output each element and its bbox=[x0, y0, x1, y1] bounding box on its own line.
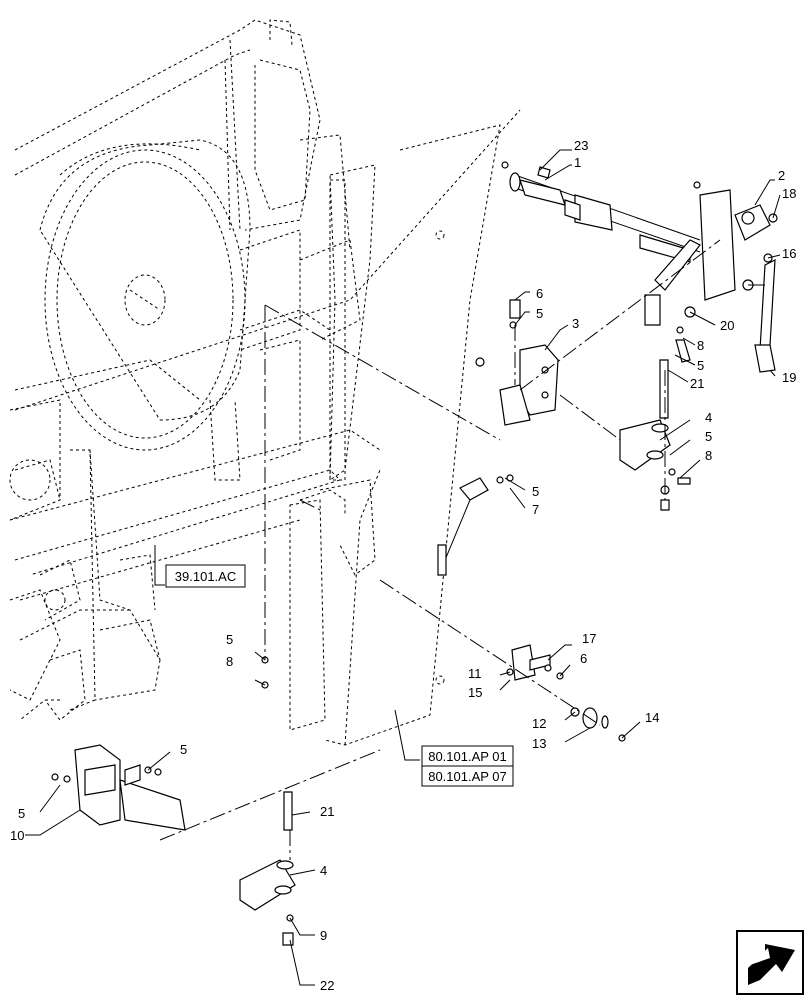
callout-5: 5 bbox=[532, 484, 539, 499]
callout-8: 8 bbox=[705, 448, 712, 463]
callout-18: 18 bbox=[782, 186, 796, 201]
callout-16: 16 bbox=[782, 246, 796, 261]
callout-21: 21 bbox=[320, 804, 334, 819]
callout-9: 9 bbox=[320, 928, 327, 943]
washer-stack bbox=[261, 656, 269, 689]
drum bbox=[39, 139, 251, 451]
callout-8: 8 bbox=[226, 654, 233, 669]
bracket-4-upper bbox=[619, 326, 691, 511]
callout-4: 4 bbox=[705, 410, 712, 425]
frame-structure bbox=[9, 19, 521, 746]
reference-39-101-ac[interactable]: 39.101.AC bbox=[165, 564, 246, 588]
callout-23: 23 bbox=[574, 138, 588, 153]
callout-11: 11 bbox=[468, 666, 482, 681]
callout-19: 19 bbox=[782, 370, 796, 385]
callout-5: 5 bbox=[18, 806, 25, 821]
callout-5: 5 bbox=[536, 306, 543, 321]
reference-label: 39.101.AC bbox=[175, 569, 236, 584]
callout-10: 10 bbox=[10, 828, 24, 843]
callout-5: 5 bbox=[226, 632, 233, 647]
callout-8: 8 bbox=[697, 338, 704, 353]
callout-5: 5 bbox=[705, 429, 712, 444]
callout-7: 7 bbox=[532, 502, 539, 517]
callout-4: 4 bbox=[320, 863, 327, 878]
callout-13: 13 bbox=[532, 736, 546, 751]
callout-17: 17 bbox=[582, 631, 596, 646]
tube-column bbox=[329, 179, 346, 481]
callout-15: 15 bbox=[468, 685, 482, 700]
bracket-4-lower bbox=[239, 791, 296, 946]
callout-labels: 23 1 2 18 16 20 6 5 3 8 5 21 19 4 5 8 5 … bbox=[10, 138, 796, 993]
shaft-assembly bbox=[501, 161, 778, 373]
reference-label: 80.101.AP 07 bbox=[428, 769, 507, 784]
callout-14: 14 bbox=[645, 710, 659, 725]
clip bbox=[437, 474, 514, 576]
bracket-10 bbox=[51, 744, 186, 831]
callout-20: 20 bbox=[720, 318, 734, 333]
centerlines bbox=[159, 239, 721, 860]
callout-5: 5 bbox=[697, 358, 704, 373]
reference-80-101-ap-07[interactable]: 80.101.AP 07 bbox=[421, 765, 514, 787]
callout-21: 21 bbox=[690, 376, 704, 391]
arrow-icon bbox=[748, 944, 795, 985]
latch-11 bbox=[506, 644, 564, 681]
reference-label: 80.101.AP 01 bbox=[428, 749, 507, 764]
callout-12: 12 bbox=[532, 716, 546, 731]
next-page-button[interactable] bbox=[736, 930, 804, 995]
callout-22: 22 bbox=[320, 978, 334, 993]
callout-3: 3 bbox=[572, 316, 579, 331]
reference-80-101-ap-01[interactable]: 80.101.AP 01 bbox=[421, 745, 514, 767]
callout-2: 2 bbox=[778, 168, 785, 183]
leader-lines bbox=[25, 149, 781, 986]
roller-12 bbox=[570, 707, 626, 742]
callout-1: 1 bbox=[574, 155, 581, 170]
callout-6: 6 bbox=[580, 651, 587, 666]
callout-5: 5 bbox=[180, 742, 187, 757]
callout-6: 6 bbox=[536, 286, 543, 301]
bracket-3 bbox=[475, 299, 559, 426]
